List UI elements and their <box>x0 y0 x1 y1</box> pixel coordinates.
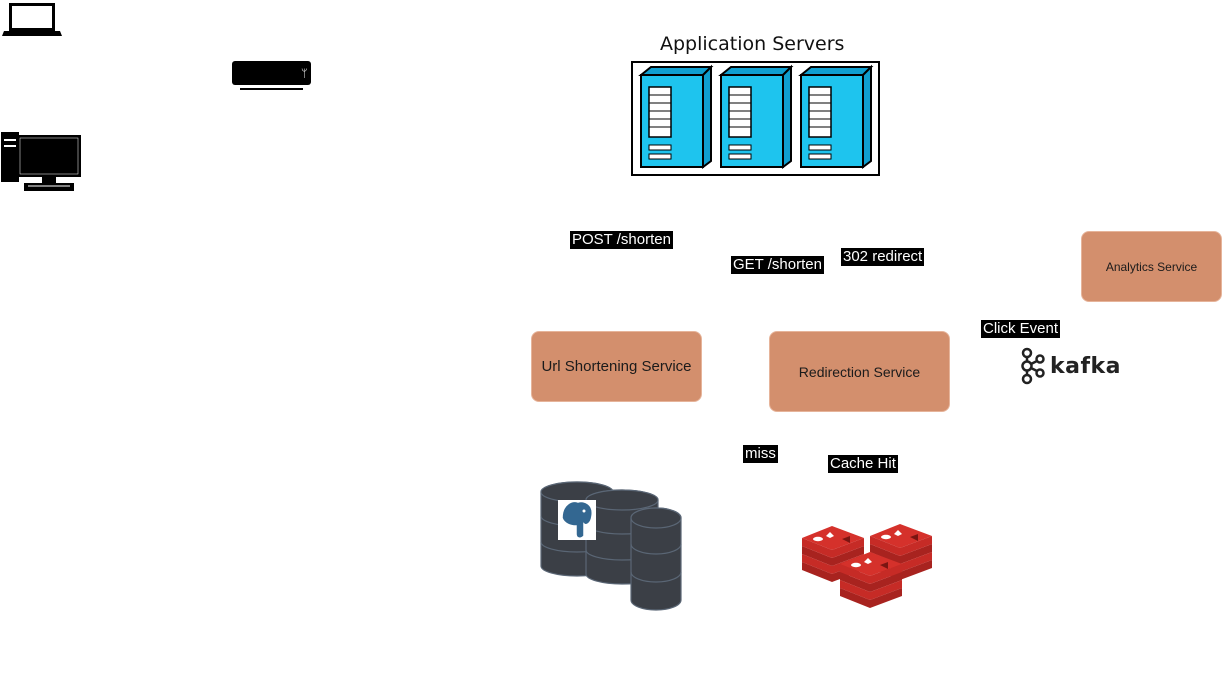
miss-label: miss <box>743 445 778 463</box>
set-top-box-icon: ᛘ <box>232 61 311 90</box>
get-shorten-label: GET /shorten <box>731 256 824 274</box>
redis-cache-icon <box>802 524 932 608</box>
analytics-service: Analytics Service <box>1081 231 1222 302</box>
svg-text:ᛘ: ᛘ <box>301 67 308 80</box>
servers-title: Application Servers <box>660 33 845 55</box>
redirect-302-label: 302 redirect <box>841 248 925 266</box>
url-shortening-service-label: Url Shortening Service <box>541 358 692 375</box>
kafka-label: kafka <box>1050 354 1122 379</box>
redirection-service-label: Redirection Service <box>798 363 921 380</box>
redirection-service: Redirection Service <box>769 331 950 412</box>
laptop-icon <box>2 3 62 36</box>
desktop-computer-icon <box>1 132 81 191</box>
postgresql-database-icon <box>540 481 682 611</box>
post-shorten-label: POST /shorten <box>570 231 673 249</box>
url-shortening-service: Url Shortening Service <box>531 331 702 402</box>
analytics-service-label: Analytics Service <box>1105 259 1198 274</box>
application-server-icon <box>631 61 880 176</box>
kafka-icon <box>1021 347 1045 385</box>
click-event-label: Click Event <box>981 320 1061 338</box>
cache-hit-label: Cache Hit <box>828 455 898 473</box>
